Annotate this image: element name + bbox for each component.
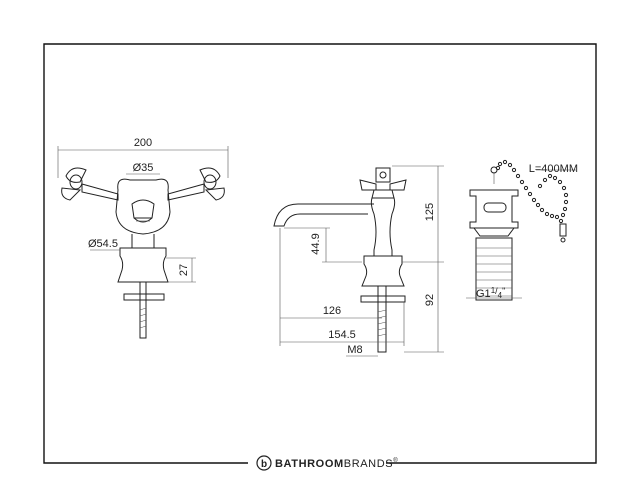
spout-outlet — [131, 199, 155, 223]
brand-logo-letter: b — [261, 459, 267, 470]
left-cross-handle — [61, 167, 119, 201]
brand-logo: b BATHROOMBRANDS® — [256, 455, 398, 471]
drawing-border — [43, 43, 597, 464]
dim-base-dia: Ø54.5 — [88, 238, 118, 250]
brand-name: BATHROOMBRANDS® — [275, 457, 398, 470]
side-threaded-rod — [377, 285, 387, 353]
waste-view: G11/4" L=400MM — [466, 159, 578, 301]
front-view: 200 Ø35 Ø54.5 — [57, 137, 229, 339]
dim-reach-126: 126 — [323, 305, 341, 317]
front-base — [117, 247, 169, 283]
front-body — [115, 178, 171, 235]
dim-thread-m8: M8 — [347, 344, 362, 356]
plug-chain — [490, 159, 569, 243]
right-cross-handle — [167, 167, 225, 201]
dim-waste-thread: G11/4" — [476, 286, 505, 300]
dim-spout-dia: Ø35 — [133, 162, 154, 174]
dim-total-depth: 154.5 — [328, 329, 356, 341]
dim-base-height: 27 — [178, 264, 190, 276]
dim-width-200: 200 — [134, 137, 152, 149]
dim-height-125: 125 — [424, 203, 436, 221]
side-body — [370, 197, 396, 257]
dim-height-92: 92 — [424, 294, 436, 306]
side-cross-handle — [359, 167, 407, 199]
front-washer — [123, 293, 165, 301]
waste-flange — [469, 189, 519, 229]
waste-body — [475, 237, 513, 301]
side-washer — [360, 295, 406, 303]
side-spout — [273, 203, 374, 227]
dim-chain-length: L=400MM — [529, 163, 578, 175]
side-base — [361, 255, 405, 287]
dim-spout-height: 44.9 — [310, 233, 322, 254]
side-view: 125 92 44.9 126 154.5 M8 — [273, 165, 444, 357]
